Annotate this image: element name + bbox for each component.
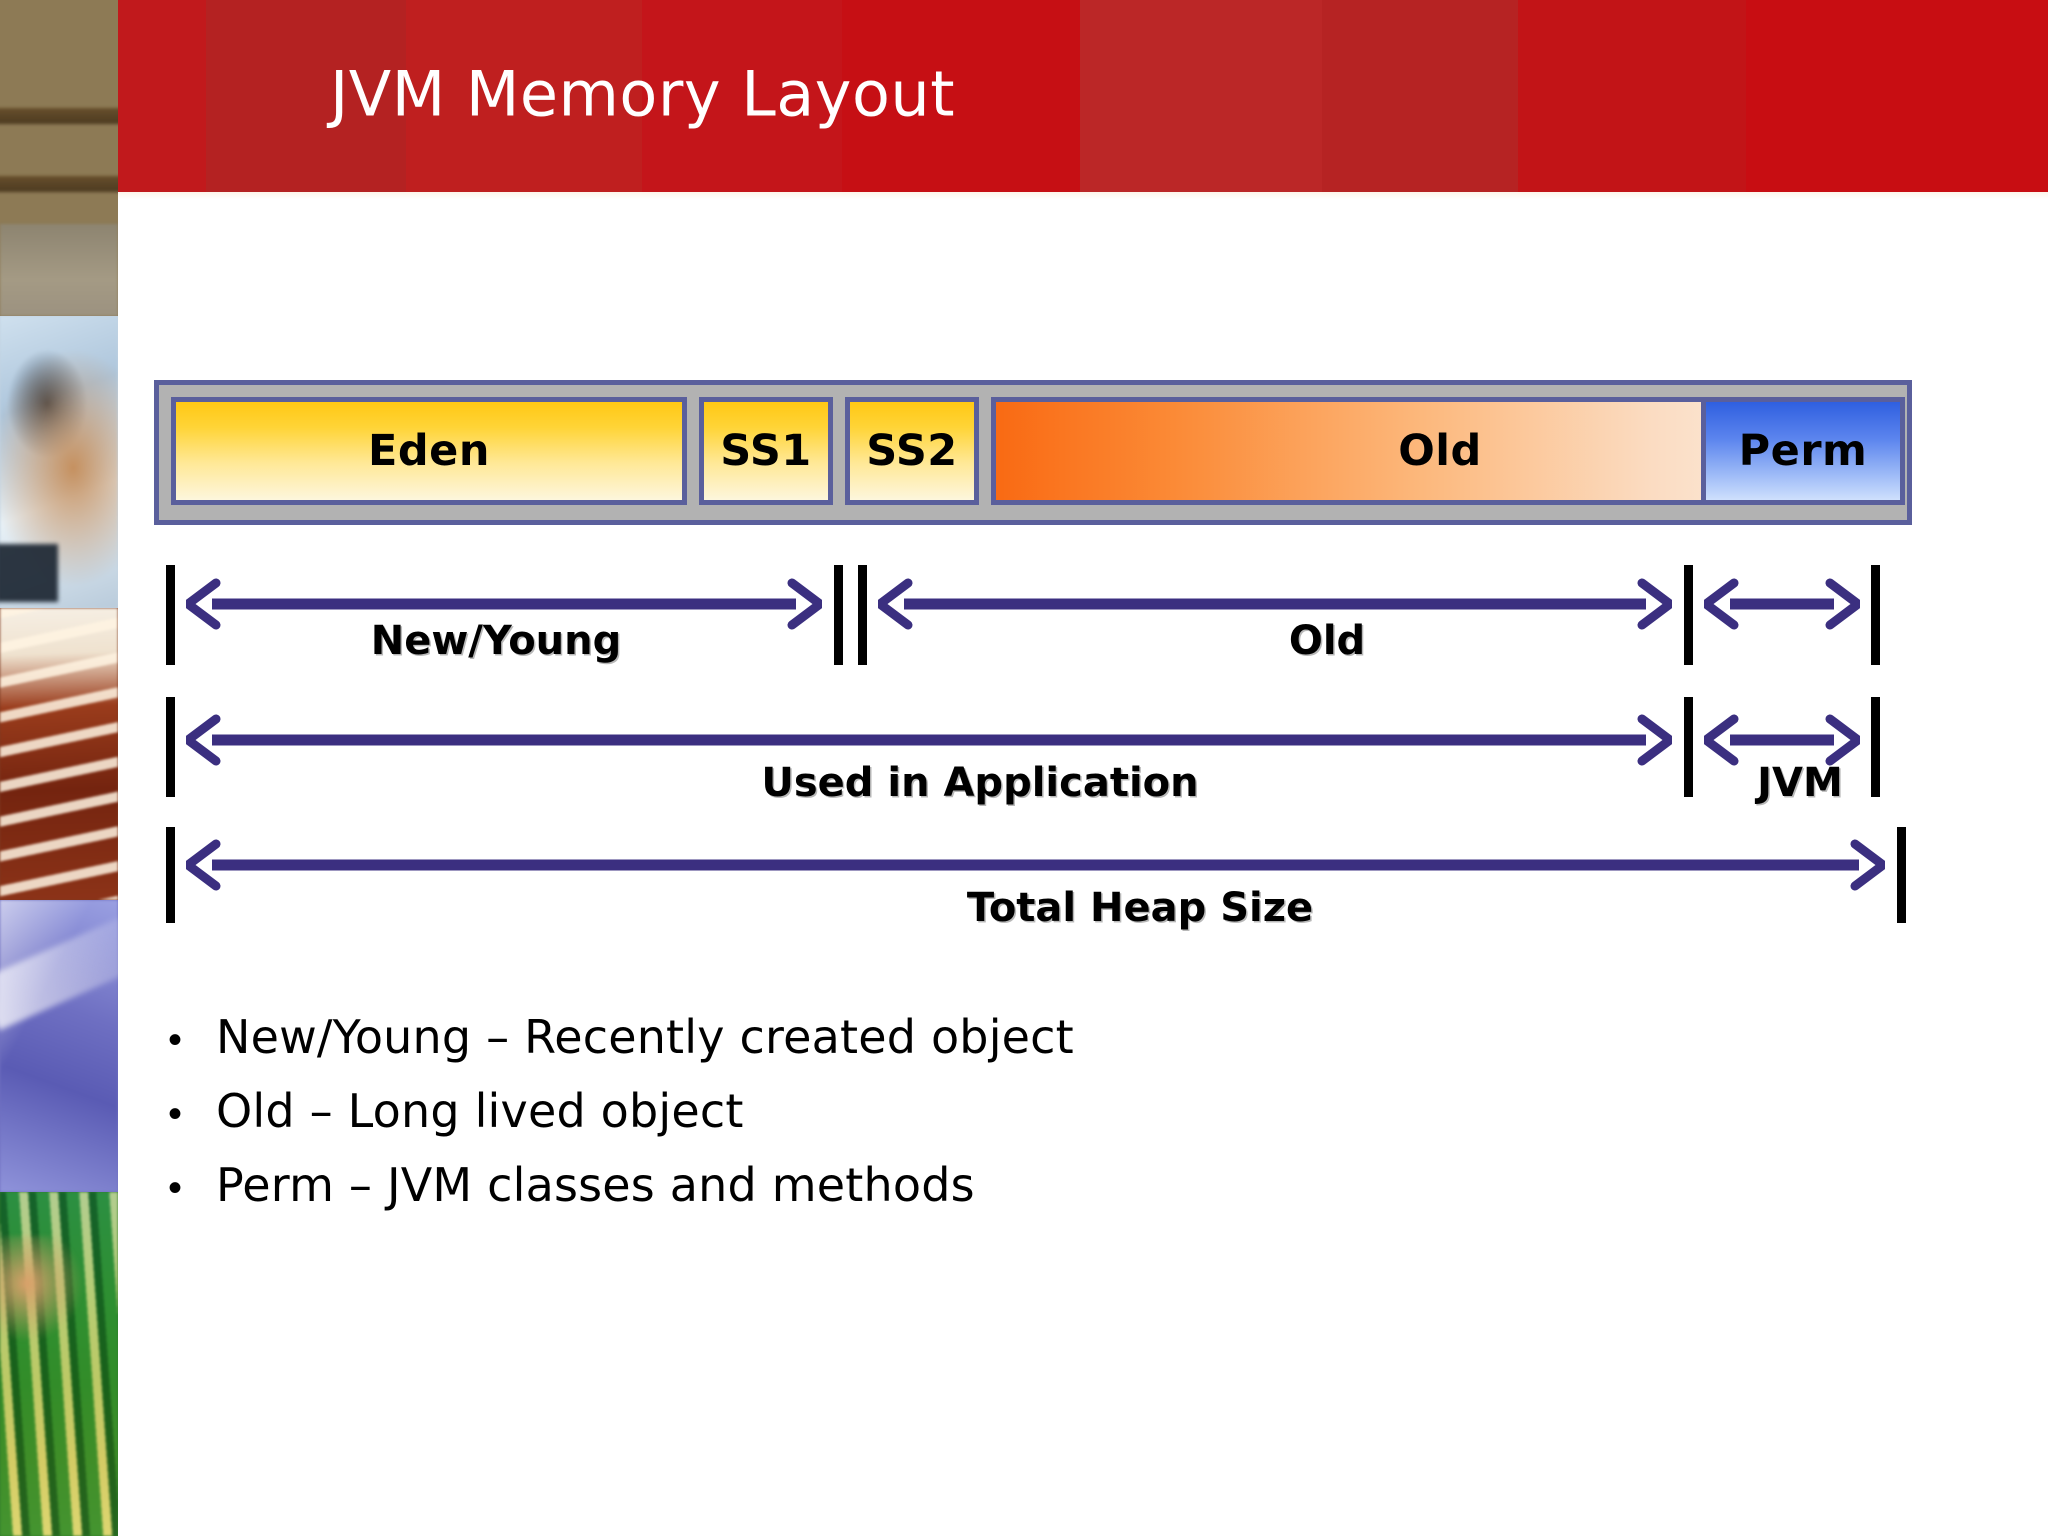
header-stripe-0 [118,0,206,192]
header-stripe-2 [406,0,642,192]
measure-tick-r1-1 [1684,565,1693,665]
memory-segment-eden[interactable]: Eden [171,397,687,505]
measure-tick-r3-1 [1897,827,1906,923]
memory-segment-ss1[interactable]: SS1 [699,397,833,505]
list-item: • Old – Long lived object [168,1084,1074,1138]
header-stripe-4 [842,0,1080,192]
measure-caption-new-young: New/Young [370,618,622,664]
coffee-on-table-photo [0,608,118,900]
measure-tick-r3-0 [166,827,175,923]
bullet-text-1: Old – Long lived object [216,1084,744,1138]
warehouse-shelves-photo [0,0,118,316]
bullet-list: • New/Young – Recently created object • Old… [168,1010,1074,1232]
header-stripe-7 [1518,0,1746,192]
measure-arrow-2 [1698,576,1866,632]
measure-tick-r1-2 [1871,565,1880,665]
header-stripe-8 [1746,0,2048,192]
measure-arrow-3 [180,712,1678,768]
memory-segment-label-ss2: SS2 [866,426,958,476]
measure-arrow-5 [180,837,1891,893]
measure-tick-r1-0 [858,565,867,665]
header-stripe-1 [206,0,406,192]
list-item: • Perm – JVM classes and methods [168,1158,1074,1212]
bullet-text-2: Perm – JVM classes and methods [216,1158,975,1212]
measure-arrow-1 [872,576,1678,632]
measure-caption-total-heap-size: Total Heap Size [966,885,1314,931]
header-stripe-5 [1080,0,1322,192]
lab-vials-photo [0,1192,118,1536]
header-underline [118,192,2048,199]
list-item: • New/Young – Recently created object [168,1010,1074,1064]
measure-tick-r2-2 [1871,697,1880,797]
sidebar-photo-strip [0,0,118,1536]
hand-with-phone-photo [0,316,118,608]
header-band [118,0,2048,192]
header-stripe-3 [642,0,842,192]
memory-segment-label-old: Old [1398,426,1482,476]
bullet-marker-icon: • [168,1092,183,1136]
header-stripe-6 [1322,0,1518,192]
measure-arrow-0 [180,576,828,632]
memory-bar-diagram: Eden SS1 SS2 Old Perm [154,380,1912,525]
memory-segment-label-ss1: SS1 [720,426,812,476]
measure-tick-r0-0 [166,565,175,665]
measure-caption-jvm: JVM [1757,760,1843,806]
measure-tick-r2-0 [166,697,175,797]
memory-segment-label-eden: Eden [368,426,490,476]
bullet-marker-icon: • [168,1018,183,1062]
memory-segment-perm[interactable]: Perm [1701,397,1905,505]
measure-arrow-4 [1698,712,1866,768]
measure-caption-used-in-application: Used in Application [761,760,1199,806]
bullet-marker-icon: • [168,1166,183,1210]
measure-caption-old: Old [1288,618,1366,664]
violet-fabric-photo [0,900,118,1192]
page-title: JVM Memory Layout [330,57,956,131]
bullet-text-0: New/Young – Recently created object [216,1010,1074,1064]
measure-tick-r0-1 [834,565,843,665]
memory-segment-label-perm: Perm [1738,426,1868,476]
measure-tick-r2-1 [1684,697,1693,797]
memory-segment-ss2[interactable]: SS2 [845,397,979,505]
